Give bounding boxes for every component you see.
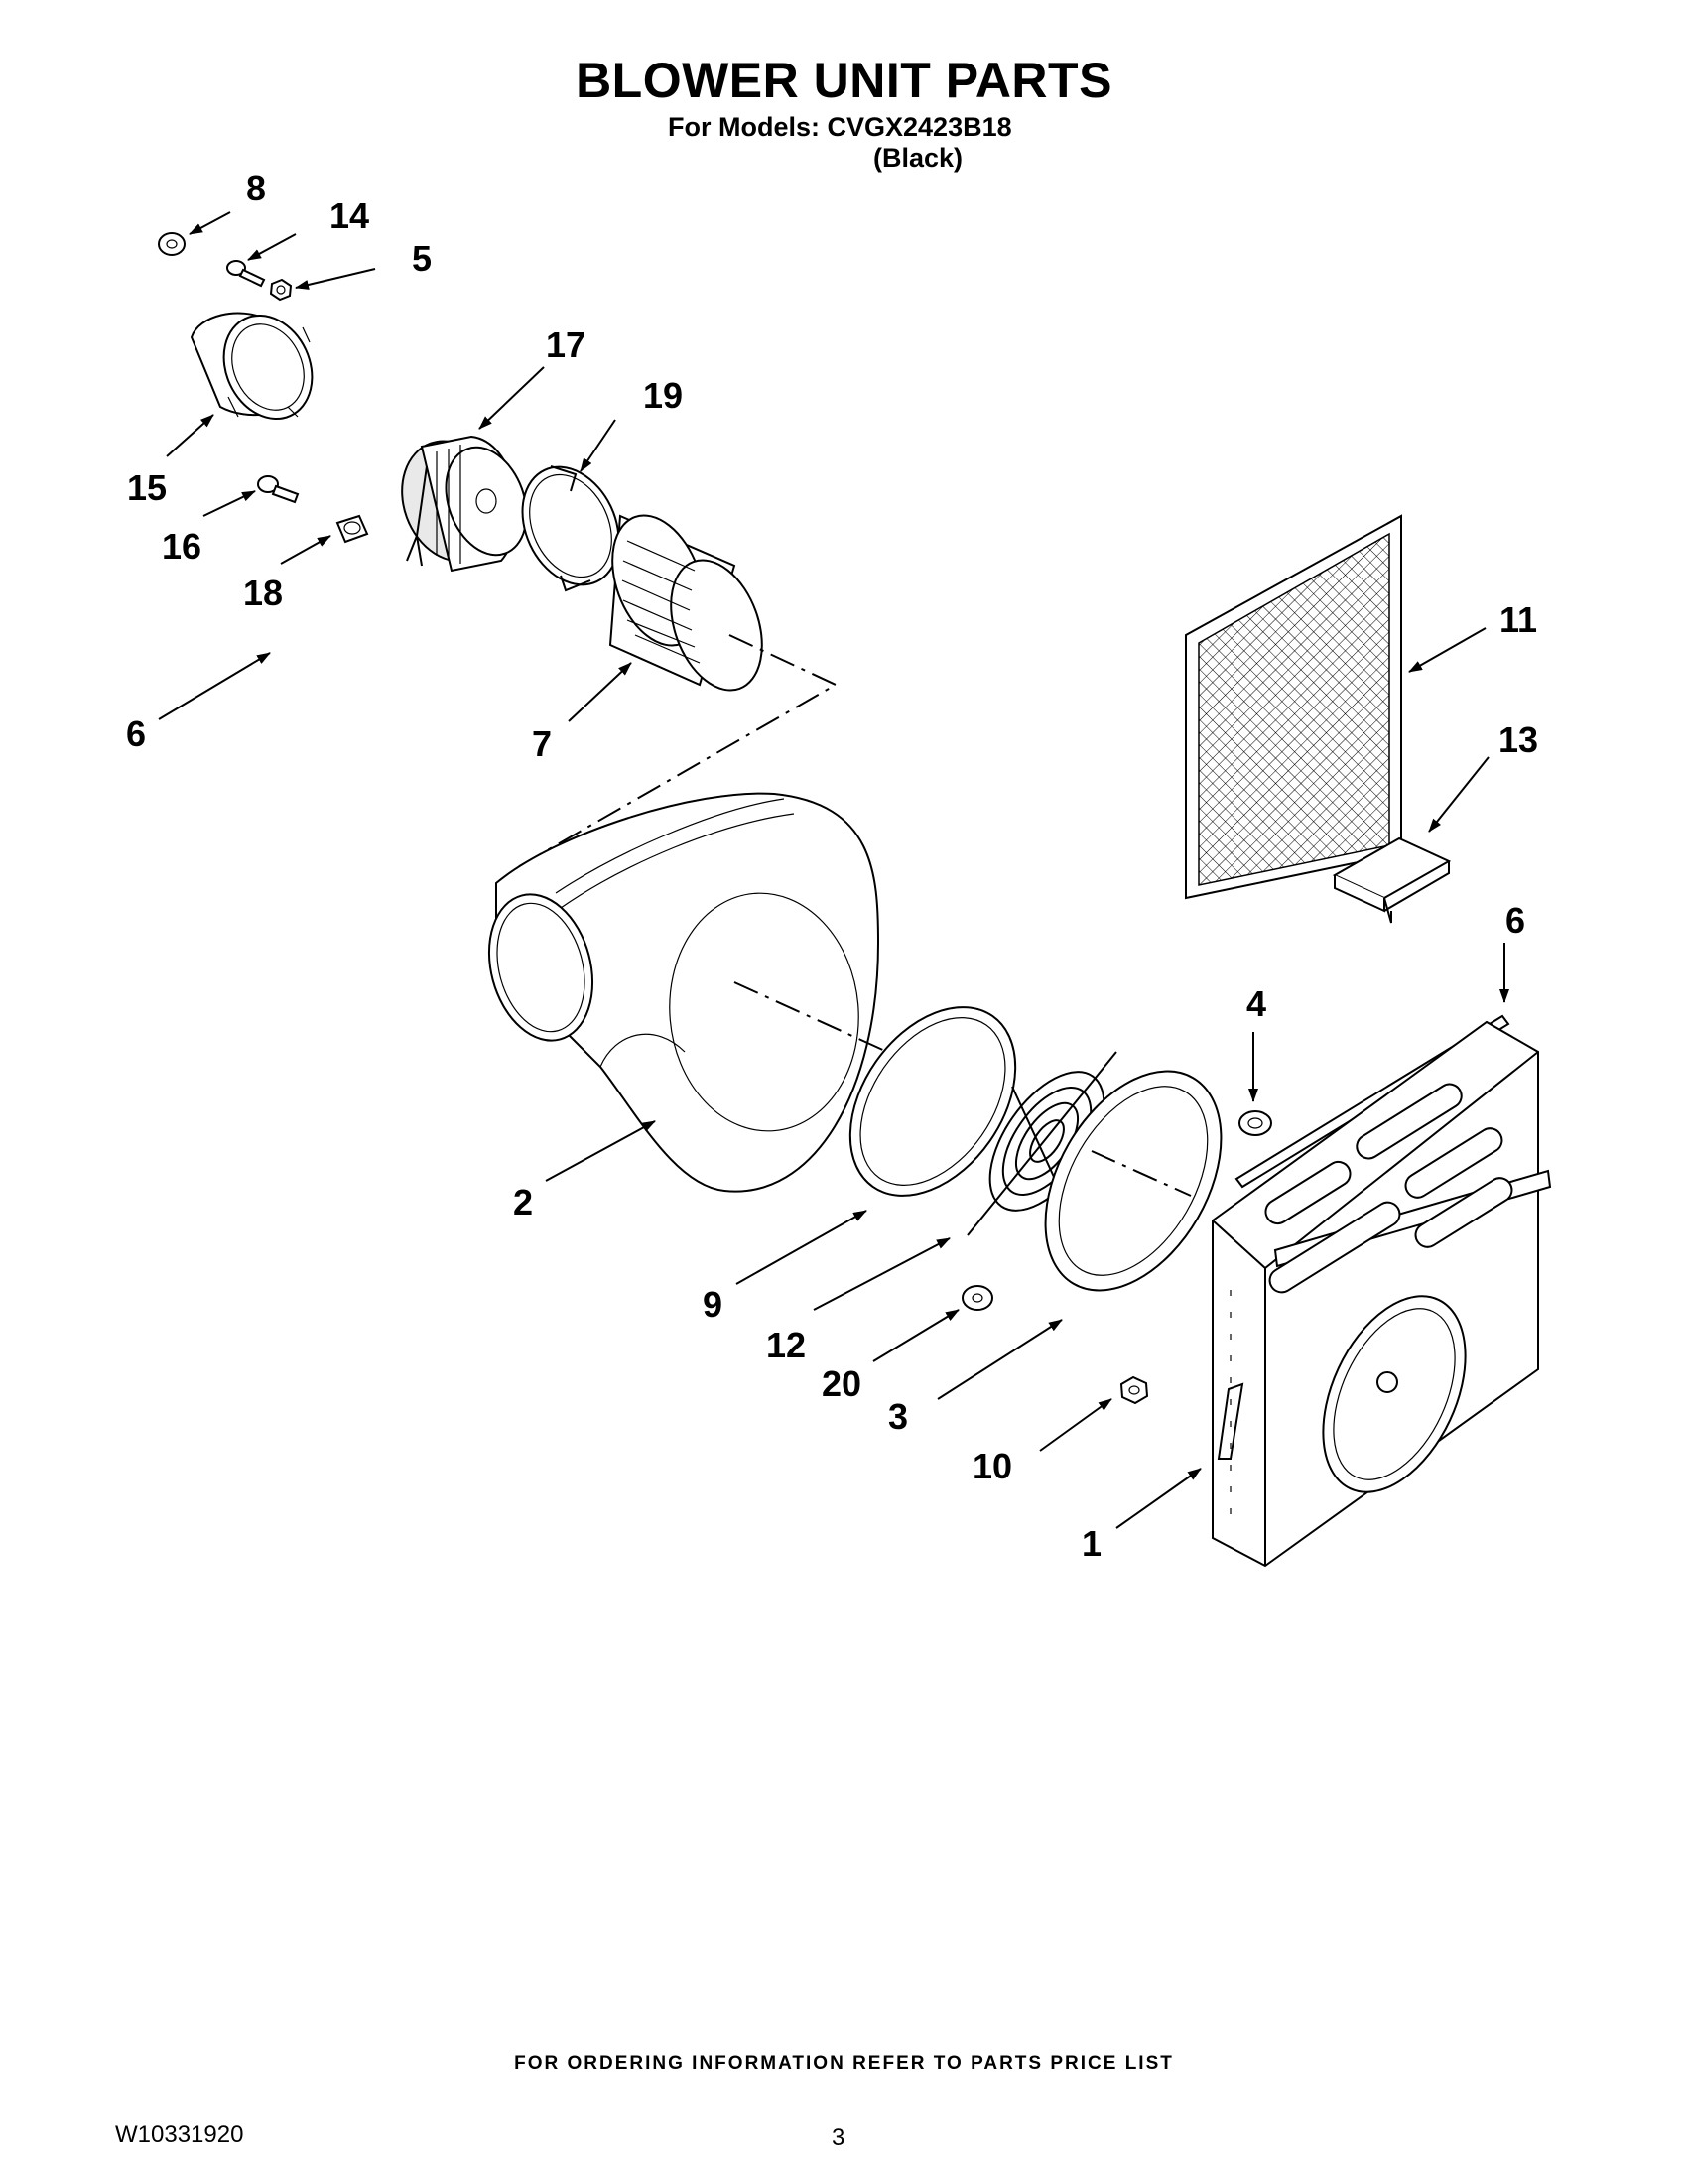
callout-7: 7 — [532, 723, 552, 764]
part-1-enclosure — [1212, 1020, 1552, 1568]
callout-3: 3 — [888, 1396, 908, 1437]
callout-6-right: 6 — [1505, 900, 1525, 941]
callout-15: 15 — [127, 467, 167, 508]
callout-13: 13 — [1498, 719, 1538, 760]
callout-12: 12 — [766, 1325, 806, 1365]
ordering-note: FOR ORDERING INFORMATION REFER TO PARTS … — [514, 2053, 1174, 2074]
color-line: (Black) — [873, 143, 964, 173]
part-13-bracket — [1332, 836, 1452, 924]
part-8-nut — [158, 232, 186, 256]
callout-4: 4 — [1246, 983, 1266, 1024]
part-16-screw — [257, 475, 300, 504]
document-number: W10331920 — [115, 2121, 244, 2148]
alignment-line-3 — [1091, 1150, 1192, 1197]
part-3-mounting-ring — [1044, 1070, 1223, 1292]
part-4-grommet — [1238, 1110, 1272, 1136]
callout-labels: 8 14 5 17 19 15 16 18 6 7 11 13 6 4 2 9 … — [126, 168, 1538, 1564]
part-18-spacer — [335, 514, 369, 544]
callout-8: 8 — [246, 168, 266, 208]
part-17-motor — [401, 435, 528, 573]
part-11-mesh-filter — [1185, 514, 1402, 900]
leader-arrows — [158, 211, 1509, 1529]
part-9-gasket — [848, 1006, 1017, 1197]
part-15-collar — [190, 312, 314, 421]
part-20-washer — [962, 1285, 993, 1311]
part-2-blower-housing — [487, 792, 880, 1193]
callout-20: 20 — [822, 1363, 861, 1404]
callout-10: 10 — [973, 1446, 1012, 1486]
callout-16: 16 — [162, 526, 201, 567]
callout-9: 9 — [703, 1284, 722, 1325]
models-line: For Models: CVGX2423B18 — [668, 112, 1012, 142]
callout-19: 19 — [643, 375, 683, 416]
part-14-screw — [226, 260, 266, 288]
callout-17: 17 — [546, 324, 585, 365]
part-7-blower-wheel — [608, 514, 763, 692]
part-5-nut — [269, 278, 293, 302]
page-title: BLOWER UNIT PARTS — [576, 53, 1112, 108]
callout-5: 5 — [412, 238, 432, 279]
callout-2: 2 — [513, 1182, 533, 1222]
callout-1: 1 — [1082, 1523, 1102, 1564]
callout-6-left: 6 — [126, 713, 146, 754]
page-number: 3 — [832, 2124, 845, 2151]
callout-14: 14 — [329, 195, 369, 236]
part-10-nut — [1119, 1375, 1149, 1405]
part-19-mounting-band — [521, 465, 620, 592]
callout-18: 18 — [243, 573, 283, 613]
callout-11: 11 — [1499, 599, 1537, 640]
